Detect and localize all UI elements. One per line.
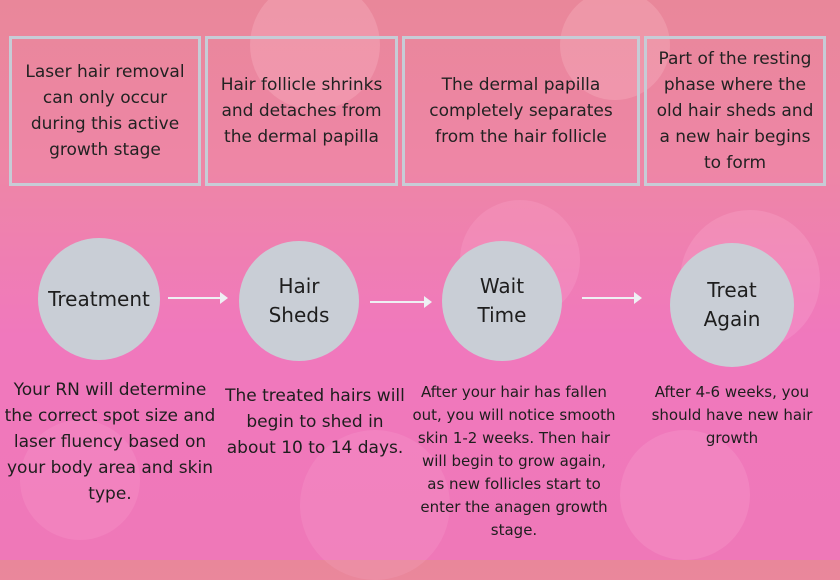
- step-description-treat-again: After 4-6 weeks, you should have new hai…: [651, 383, 813, 447]
- stage-box-telogen-text: The dermal papilla completely separates …: [429, 75, 613, 147]
- flow-arrow-1: [168, 292, 228, 304]
- step-title-wait-time: Wait Time: [477, 274, 527, 327]
- stage-box-exogen-text: Part of the resting phase where the old …: [656, 49, 814, 173]
- step-description-wait-time: After your hair has fallen out, you will…: [412, 383, 616, 539]
- step-description-hair-sheds: The treated hairs will begin to shed in …: [225, 386, 405, 458]
- stage-box-anagen: Laser hair removal can only occur during…: [9, 36, 201, 186]
- step-circle-wait-time: Wait Time: [442, 241, 562, 361]
- stage-box-anagen-text: Laser hair removal can only occur during…: [25, 62, 185, 160]
- stage-box-telogen: The dermal papilla completely separates …: [402, 36, 640, 186]
- flow-arrow-3: [582, 292, 642, 304]
- stage-box-catagen-text: Hair follicle shrinks and detaches from …: [220, 75, 383, 147]
- flow-arrow-2: [370, 296, 432, 308]
- step-title-hair-sheds: Hair Sheds: [268, 274, 330, 327]
- step-description-treatment: Your RN will determine the correct spot …: [4, 380, 216, 504]
- stage-box-exogen: Part of the resting phase where the old …: [644, 36, 826, 186]
- step-circle-treatment: Treatment: [38, 238, 160, 360]
- step-circle-treat-again: Treat Again: [670, 243, 794, 367]
- stage-box-catagen: Hair follicle shrinks and detaches from …: [205, 36, 398, 186]
- step-title-treat-again: Treat Again: [703, 278, 761, 331]
- step-circle-hair-sheds: Hair Sheds: [239, 241, 359, 361]
- step-title-treatment: Treatment: [48, 286, 150, 311]
